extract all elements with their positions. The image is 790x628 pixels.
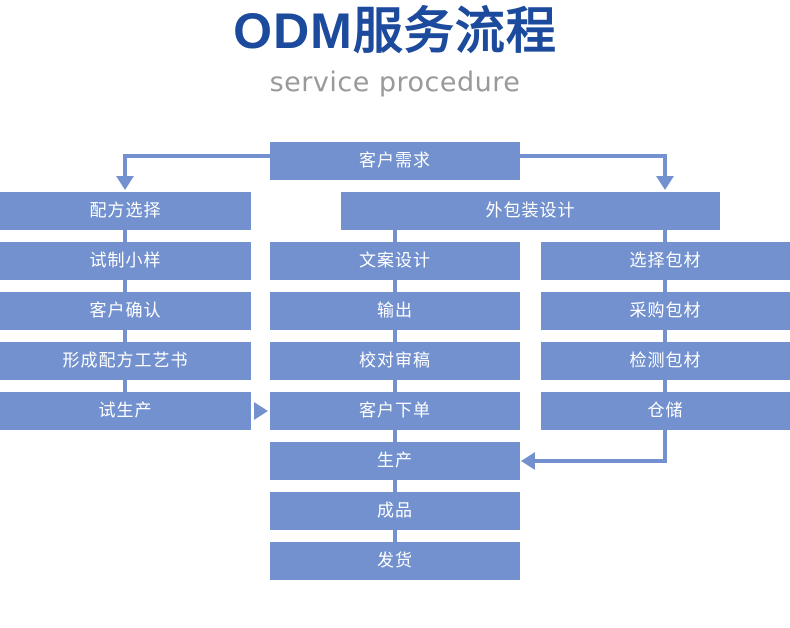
flow-node-warehousing[interactable]: 仓储 [541, 392, 790, 430]
connector-requirement-to-formula-horizontal [125, 154, 272, 158]
connector-requirement-to-formula-vertical [123, 154, 127, 180]
flow-node-trial-sample[interactable]: 试制小样 [0, 242, 251, 280]
flow-node-trial-production[interactable]: 试生产 [0, 392, 251, 430]
connector-warehousing-to-production-vertical [663, 430, 667, 463]
connector-warehousing-to-production-horizontal [535, 459, 667, 463]
connector-customer-confirm-to-formula-process-doc [123, 330, 127, 342]
flow-node-purchase-packaging[interactable]: 采购包材 [541, 292, 790, 330]
connector-customer-order-to-production [393, 430, 397, 442]
flow-node-customer-requirement[interactable]: 客户需求 [270, 142, 520, 180]
connector-trial-sample-to-customer-confirm [123, 280, 127, 292]
connector-copy-design-to-output [393, 280, 397, 292]
flow-node-copy-design[interactable]: 文案设计 [270, 242, 520, 280]
flow-node-formula-selection[interactable]: 配方选择 [0, 192, 251, 230]
flow-node-production[interactable]: 生产 [270, 442, 520, 480]
connector-purchase-packaging-to-inspect-packaging [663, 330, 667, 342]
flow-node-output[interactable]: 输出 [270, 292, 520, 330]
page-header: ODM服务流程 service procedure [0, 0, 790, 98]
flow-node-formula-process-doc[interactable]: 形成配方工艺书 [0, 342, 251, 380]
flow-node-customer-order[interactable]: 客户下单 [270, 392, 520, 430]
connector-proofreading-to-customer-order [393, 380, 397, 392]
flow-node-customer-confirm[interactable]: 客户确认 [0, 292, 251, 330]
flow-node-shipping[interactable]: 发货 [270, 542, 520, 580]
page-subtitle: service procedure [269, 67, 521, 98]
connector-production-to-finished-goods [393, 480, 397, 492]
connector-finished-goods-to-shipping [393, 530, 397, 542]
arrow-down-to-formula-selection [116, 176, 134, 190]
page-title: ODM服务流程 [233, 3, 557, 59]
flow-node-select-packaging[interactable]: 选择包材 [541, 242, 790, 280]
connector-select-packaging-to-purchase-packaging [663, 280, 667, 292]
flow-node-outer-packaging-design[interactable]: 外包装设计 [341, 192, 720, 230]
arrow-down-to-outer-packaging-design [656, 176, 674, 190]
connector-requirement-to-packaging-horizontal [518, 154, 667, 158]
connector-output-to-proofreading [393, 330, 397, 342]
arrow-left-warehousing-to-production [521, 452, 535, 470]
connector-formula-selection-to-trial-sample [123, 230, 127, 242]
flow-node-finished-goods[interactable]: 成品 [270, 492, 520, 530]
arrow-right-trial-production-to-customer-order [254, 402, 268, 420]
connector-packaging-design-to-copy-design [393, 230, 397, 242]
connector-inspect-packaging-to-warehousing [663, 380, 667, 392]
flow-node-inspect-packaging[interactable]: 检测包材 [541, 342, 790, 380]
connector-packaging-design-to-select-packaging [663, 230, 667, 242]
flow-node-proofreading[interactable]: 校对审稿 [270, 342, 520, 380]
connector-requirement-to-packaging-vertical [663, 154, 667, 180]
connector-formula-process-doc-to-trial-production [123, 380, 127, 392]
